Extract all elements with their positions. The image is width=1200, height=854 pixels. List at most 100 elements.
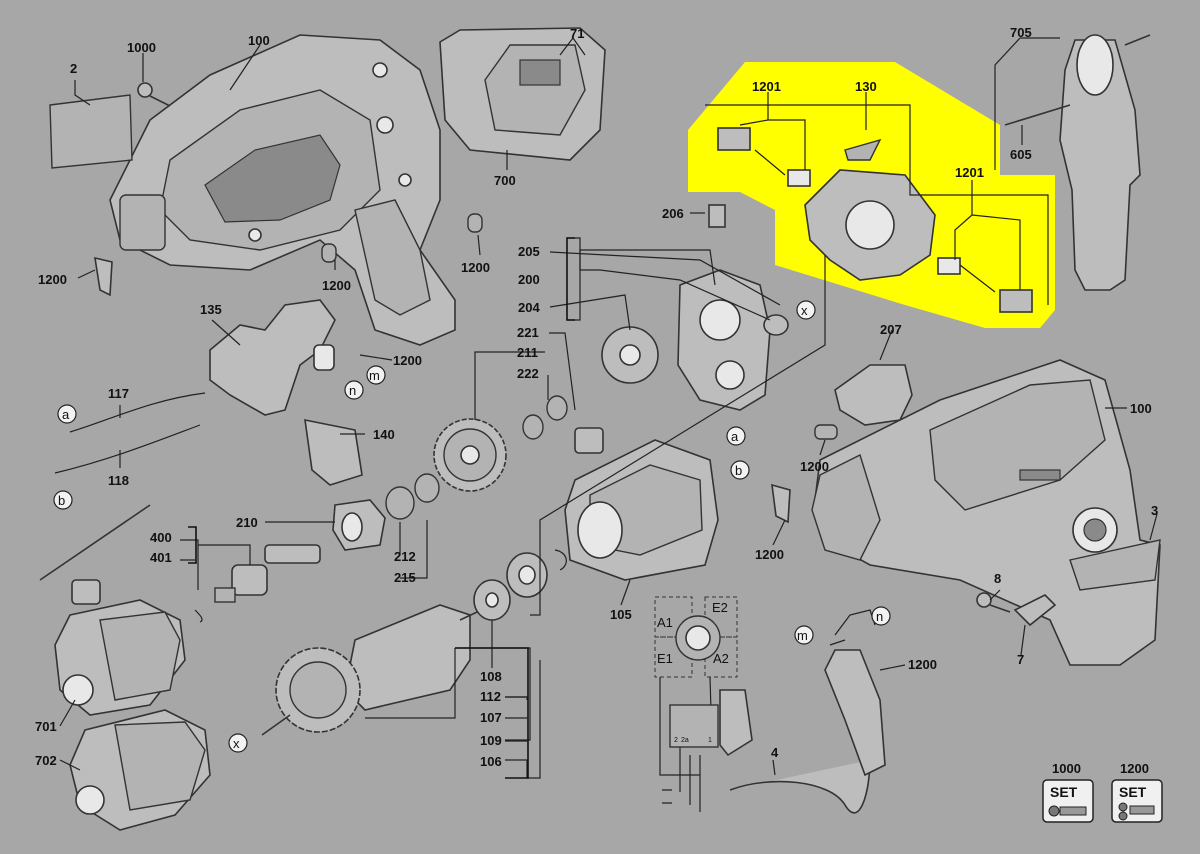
leader-lines	[59, 37, 1158, 779]
bracket-205-204	[566, 237, 575, 321]
callout-106: 106	[480, 754, 502, 769]
callout-2: 2	[70, 61, 77, 76]
callout-112: 112	[480, 689, 501, 704]
switch-part	[209, 299, 363, 486]
ring-212	[385, 486, 415, 520]
power-cable-part	[729, 759, 871, 814]
schematic-t2: 2a	[681, 737, 689, 744]
keyed-chuck-part	[54, 599, 186, 716]
callout-205: 205	[518, 244, 540, 259]
marker-a-1: a	[62, 407, 70, 422]
callout-1200-d: 1200	[393, 353, 422, 368]
set-badge-1200: 1200 SET	[1111, 761, 1163, 823]
callout-100-b: 100	[1130, 401, 1152, 416]
bracket-part-2	[771, 483, 791, 524]
schematic-a1: A1	[657, 615, 673, 630]
housing-right-part	[811, 359, 1161, 666]
set-badge-1000-number: 1000	[1052, 761, 1081, 776]
callout-222: 222	[517, 366, 539, 381]
callout-109: 109	[480, 733, 502, 748]
callout-1200-e: 1200	[800, 459, 829, 474]
callout-700: 700	[494, 173, 516, 188]
callout-210: 210	[236, 515, 258, 530]
callout-207: 207	[880, 322, 902, 337]
schematic-t1: 2	[674, 737, 678, 744]
schematic-e1: E1	[657, 651, 673, 666]
bracket-part	[94, 256, 113, 297]
side-handle-part	[1004, 34, 1151, 291]
plate-206-part	[708, 204, 726, 228]
marker-n-1: n	[349, 383, 356, 398]
callout-105: 105	[610, 607, 632, 622]
housing-left-part	[109, 34, 456, 346]
callout-212: 212	[394, 549, 416, 564]
schematic-e2: E2	[712, 600, 728, 615]
callout-206: 206	[662, 206, 684, 221]
screw-part	[137, 82, 171, 107]
gear-case-part	[439, 27, 606, 161]
callout-130: 130	[855, 79, 877, 94]
callout-4: 4	[771, 745, 779, 760]
callout-135: 135	[200, 302, 222, 317]
marker-m-1: m	[369, 368, 380, 383]
bearing-plate-part	[677, 269, 771, 411]
callout-401: 401	[150, 550, 172, 565]
callout-140: 140	[373, 427, 395, 442]
cable-117	[69, 392, 206, 433]
spindle-part	[194, 544, 321, 623]
callout-1200-f: 1200	[755, 547, 784, 562]
clamp-part	[1013, 594, 1057, 627]
set-badge-1200-label: SET	[1119, 784, 1147, 800]
brush-holder-207-part	[834, 364, 913, 426]
set-badge-1000: 1000 SET	[1042, 761, 1094, 823]
schematic-a2: A2	[713, 651, 729, 666]
schematic-t3: 1	[708, 737, 712, 744]
pin-part-2	[467, 213, 483, 233]
callout-204: 204	[518, 300, 540, 315]
ring-215	[414, 473, 440, 503]
set-badge-1000-label: SET	[1050, 784, 1078, 800]
callout-215: 215	[394, 570, 416, 585]
keyless-chuck-part	[69, 709, 211, 831]
callout-221: 221	[517, 325, 539, 340]
brush-holder-part	[717, 127, 1033, 313]
callout-108: 108	[480, 669, 502, 684]
pin-part-3	[814, 424, 838, 440]
callout-705: 705	[1010, 25, 1032, 40]
marker-x-1: x	[801, 303, 808, 318]
callout-labels: 1000 100 2 71 700 1201 130 1201 705 605 …	[35, 25, 1158, 769]
bushing-part	[574, 427, 604, 454]
callout-7: 7	[1017, 652, 1024, 667]
marker-b-1: b	[58, 493, 65, 508]
circle-markers: a b m n x a b m n x	[53, 300, 891, 753]
callout-107: 107	[480, 710, 502, 725]
fan-hub	[619, 344, 641, 366]
callout-1201: 1201	[752, 79, 781, 94]
label-plate-part	[49, 94, 133, 169]
marker-n-2: n	[876, 609, 883, 624]
cable-118	[54, 424, 201, 474]
callout-211: 211	[517, 345, 538, 360]
callout-1201-b: 1201	[955, 165, 984, 180]
callout-8: 8	[994, 571, 1001, 586]
callout-1200-g: 1200	[908, 657, 937, 672]
callout-400: 400	[150, 530, 172, 545]
stator-part	[564, 439, 719, 581]
callout-71: 71	[570, 26, 584, 41]
callout-200: 200	[518, 272, 540, 287]
callout-100: 100	[248, 33, 270, 48]
ring-222	[522, 414, 544, 440]
marker-b-2: b	[735, 463, 742, 478]
washer-part	[763, 314, 789, 336]
bracket-400-401	[188, 526, 197, 564]
bracket-108-106	[455, 647, 529, 779]
screw-8-part	[976, 592, 1011, 613]
marker-a-2: a	[731, 429, 739, 444]
callout-605: 605	[1010, 147, 1032, 162]
callout-701: 701	[35, 719, 57, 734]
marker-m-2: m	[797, 628, 808, 643]
pin-part	[321, 243, 337, 263]
gear-part	[433, 418, 507, 492]
